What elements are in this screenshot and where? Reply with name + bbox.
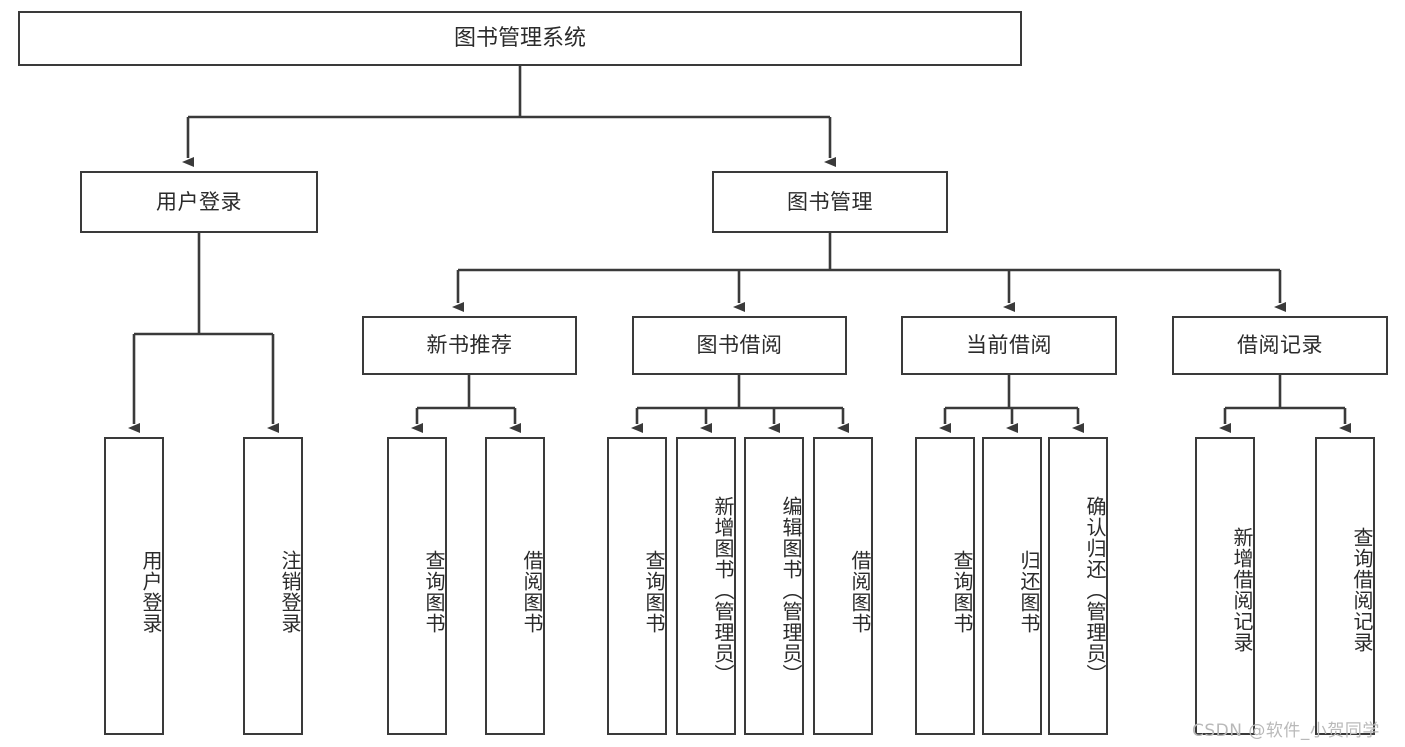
node-label: 归还图书 xyxy=(1017,550,1041,634)
leaf-borrow-book-2[interactable]: 借阅图书 xyxy=(813,437,873,735)
node-book-borrow[interactable]: 图书借阅 xyxy=(632,316,847,375)
node-user-login[interactable]: 用户登录 xyxy=(80,171,318,233)
leaf-logout[interactable]: 注销登录 xyxy=(243,437,303,735)
node-label: 图书管理 xyxy=(787,189,873,214)
leaf-add-book[interactable]: 新增图书（管理员） xyxy=(676,437,736,735)
leaf-edit-book[interactable]: 编辑图书（管理员） xyxy=(744,437,804,735)
node-label: 查询图书 xyxy=(422,550,446,634)
leaf-add-record[interactable]: 新增借阅记录 xyxy=(1195,437,1255,735)
leaf-query-book-2[interactable]: 查询图书 xyxy=(607,437,667,735)
leaf-query-book-3[interactable]: 查询图书 xyxy=(915,437,975,735)
node-label: 用户登录 xyxy=(156,189,242,214)
node-current-borrow[interactable]: 当前借阅 xyxy=(901,316,1117,375)
node-new-book-rec[interactable]: 新书推荐 xyxy=(362,316,577,375)
node-label: 借阅图书 xyxy=(520,550,544,634)
node-label: 图书借阅 xyxy=(696,333,783,358)
node-label: 新增图书（管理员） xyxy=(711,495,735,685)
node-label: 查询借阅记录 xyxy=(1350,527,1374,653)
leaf-return-book[interactable]: 归还图书 xyxy=(982,437,1042,735)
leaf-borrow-book-1[interactable]: 借阅图书 xyxy=(485,437,545,735)
node-label: 借阅图书 xyxy=(848,550,872,634)
node-label: 编辑图书（管理员） xyxy=(779,495,803,685)
node-label: 当前借阅 xyxy=(966,333,1052,358)
node-label: 查询图书 xyxy=(642,550,666,634)
node-root-system[interactable]: 图书管理系统 xyxy=(18,11,1022,66)
leaf-query-book-1[interactable]: 查询图书 xyxy=(387,437,447,735)
leaf-query-record[interactable]: 查询借阅记录 xyxy=(1315,437,1375,735)
node-book-manage[interactable]: 图书管理 xyxy=(712,171,948,233)
leaf-confirm-return[interactable]: 确认归还（管理员） xyxy=(1048,437,1108,735)
node-label: 新书推荐 xyxy=(426,333,513,358)
node-label: 注销登录 xyxy=(278,550,302,634)
node-label: 借阅记录 xyxy=(1237,333,1323,358)
node-label: 新增借阅记录 xyxy=(1230,527,1254,653)
node-borrow-record[interactable]: 借阅记录 xyxy=(1172,316,1388,375)
node-label: 查询图书 xyxy=(950,550,974,634)
node-label: 确认归还（管理员） xyxy=(1083,495,1107,685)
node-label: 用户登录 xyxy=(139,550,163,634)
csdn-watermark: CSDN @软件_小贺同学 xyxy=(1192,721,1380,741)
leaf-user-login[interactable]: 用户登录 xyxy=(104,437,164,735)
node-label: 图书管理系统 xyxy=(453,25,586,51)
